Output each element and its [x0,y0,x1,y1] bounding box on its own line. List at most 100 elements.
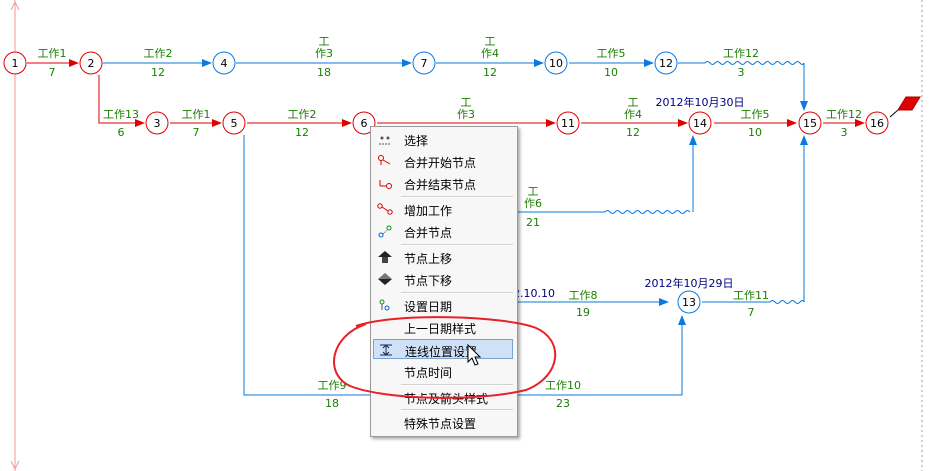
node-13-date: 2012年10月29日 [645,276,734,290]
node-10-label: 10 [549,57,563,70]
arrow-10-13[interactable] [516,315,686,396]
menu-separator [401,384,513,386]
partial-date: 2.10.10 [513,287,555,300]
node-16[interactable] [865,111,889,135]
menu-item-label: 设置日期 [404,300,453,314]
activity-name: 工作12 [723,47,759,60]
activity-duration: 3 [841,126,848,139]
activity-name: 工作1 [182,108,211,121]
menu-item-select[interactable]: 选择 [373,129,513,149]
menu-item-label: 上一日期样式 [404,322,477,336]
node-15-label: 15 [803,117,817,130]
arrow-2-3[interactable] [98,75,145,127]
merge-end-icon [377,176,393,190]
set-date-icon [377,298,393,312]
free-float-wave-6-14 [604,210,691,214]
node-14[interactable] [688,111,712,135]
node-6[interactable] [352,111,376,135]
activity-name-line1: 工 [528,185,539,198]
activity-name-line2: 作3 [457,108,475,121]
menu-item-node-down[interactable]: 节点下移 [373,269,513,289]
line-position-icon [378,343,394,357]
menu-item-merge-node[interactable]: 合并节点 [373,221,513,241]
activity-name: 工作1 [38,47,67,60]
activity-name-line1: 工 [461,96,472,109]
node-7[interactable] [412,51,436,75]
menu-item-prev-date-style[interactable]: 上一日期样式 [373,317,513,337]
node-12[interactable] [654,51,678,75]
menu-item-label: 特殊节点设置 [404,417,477,431]
node-10[interactable] [544,51,568,75]
activity-duration: 12 [626,126,640,139]
node-4-label: 4 [221,57,228,70]
activity-name: 工作12 [826,108,862,121]
menu-item-label: 节点下移 [404,274,453,288]
menu-item-label: 连线位置设置 [405,345,478,359]
activity-name: 工作13 [103,108,139,121]
menu-item-add-work[interactable]: 增加工作 [373,199,513,219]
menu-item-merge-end[interactable]: 合并结束节点 [373,173,513,193]
free-float-wave-13-15 [769,300,805,304]
node-11-label: 11 [561,117,575,130]
activity-name: 工作9 [318,379,347,392]
node-2[interactable] [79,51,103,75]
node-4[interactable] [212,51,236,75]
menu-item-set-date[interactable]: 设置日期 [373,295,513,315]
node-15[interactable] [798,111,822,135]
activity-name-line1: 工 [485,35,496,48]
activity-name-line2: 作4 [624,108,642,121]
menu-separator [401,409,513,411]
node-11[interactable] [556,111,580,135]
menu-item-node-time[interactable]: 节点时间 [373,361,513,381]
node-14-date: 2012年10月30日 [656,95,745,109]
menu-item-merge-start[interactable]: 合并开始节点 [373,151,513,171]
activity-name-line1: 工 [319,35,330,48]
activity-duration: 19 [576,306,590,319]
context-menu: 选择 合并开始节点 合并结束节点 增加工作 合并节点 节点上移 [370,126,518,437]
node-7-label: 7 [421,57,428,70]
node-5[interactable] [222,111,246,135]
arrow-5-9[interactable] [243,135,370,396]
node-3[interactable] [145,111,169,135]
node-1[interactable] [3,51,27,75]
menu-item-line-position[interactable]: 连线位置设置 [373,339,513,359]
menu-item-label: 节点时间 [404,366,453,380]
node-13-label: 13 [682,296,696,309]
menu-item-label: 合并节点 [404,226,453,240]
axis-bottom-arrow [10,460,20,471]
activity-name-line2: 作4 [481,47,499,60]
activity-name: 工作5 [597,47,626,60]
activity-duration: 12 [295,126,309,139]
menu-item-node-up[interactable]: 节点上移 [373,247,513,267]
menu-separator [401,196,513,198]
add-work-icon [377,202,393,216]
select-icon [377,132,393,146]
menu-item-label: 增加工作 [404,204,453,218]
mouse-cursor-icon [467,344,481,366]
activity-duration: 7 [748,306,755,319]
activity-duration: 3 [738,66,745,79]
menu-item-special-node[interactable]: 特殊节点设置 [373,412,513,432]
activity-name: 工作2 [144,47,173,60]
node-1-label: 1 [12,57,19,70]
node-5-label: 5 [231,117,238,130]
activity-duration: 10 [604,66,618,79]
node-6-label: 6 [361,117,368,130]
activity-name-line1: 工 [628,96,639,109]
activity-duration: 6 [118,126,125,139]
merge-node-icon [377,224,393,238]
menu-item-label: 节点上移 [404,252,453,266]
end-flag-icon [897,96,921,111]
free-float-wave-12-15 [704,61,805,65]
activity-duration: 10 [748,126,762,139]
activity-duration: 12 [151,66,165,79]
node-16-label: 16 [870,117,884,130]
activity-duration: 7 [49,66,56,79]
menu-item-node-arrow-style[interactable]: 节点及箭头样式 [373,387,513,407]
node-13[interactable] [677,290,701,314]
merge-start-icon [377,154,393,168]
axis-top-arrow [10,0,20,11]
activity-name: 工作5 [741,108,770,121]
activity-name: 工作10 [545,379,581,392]
